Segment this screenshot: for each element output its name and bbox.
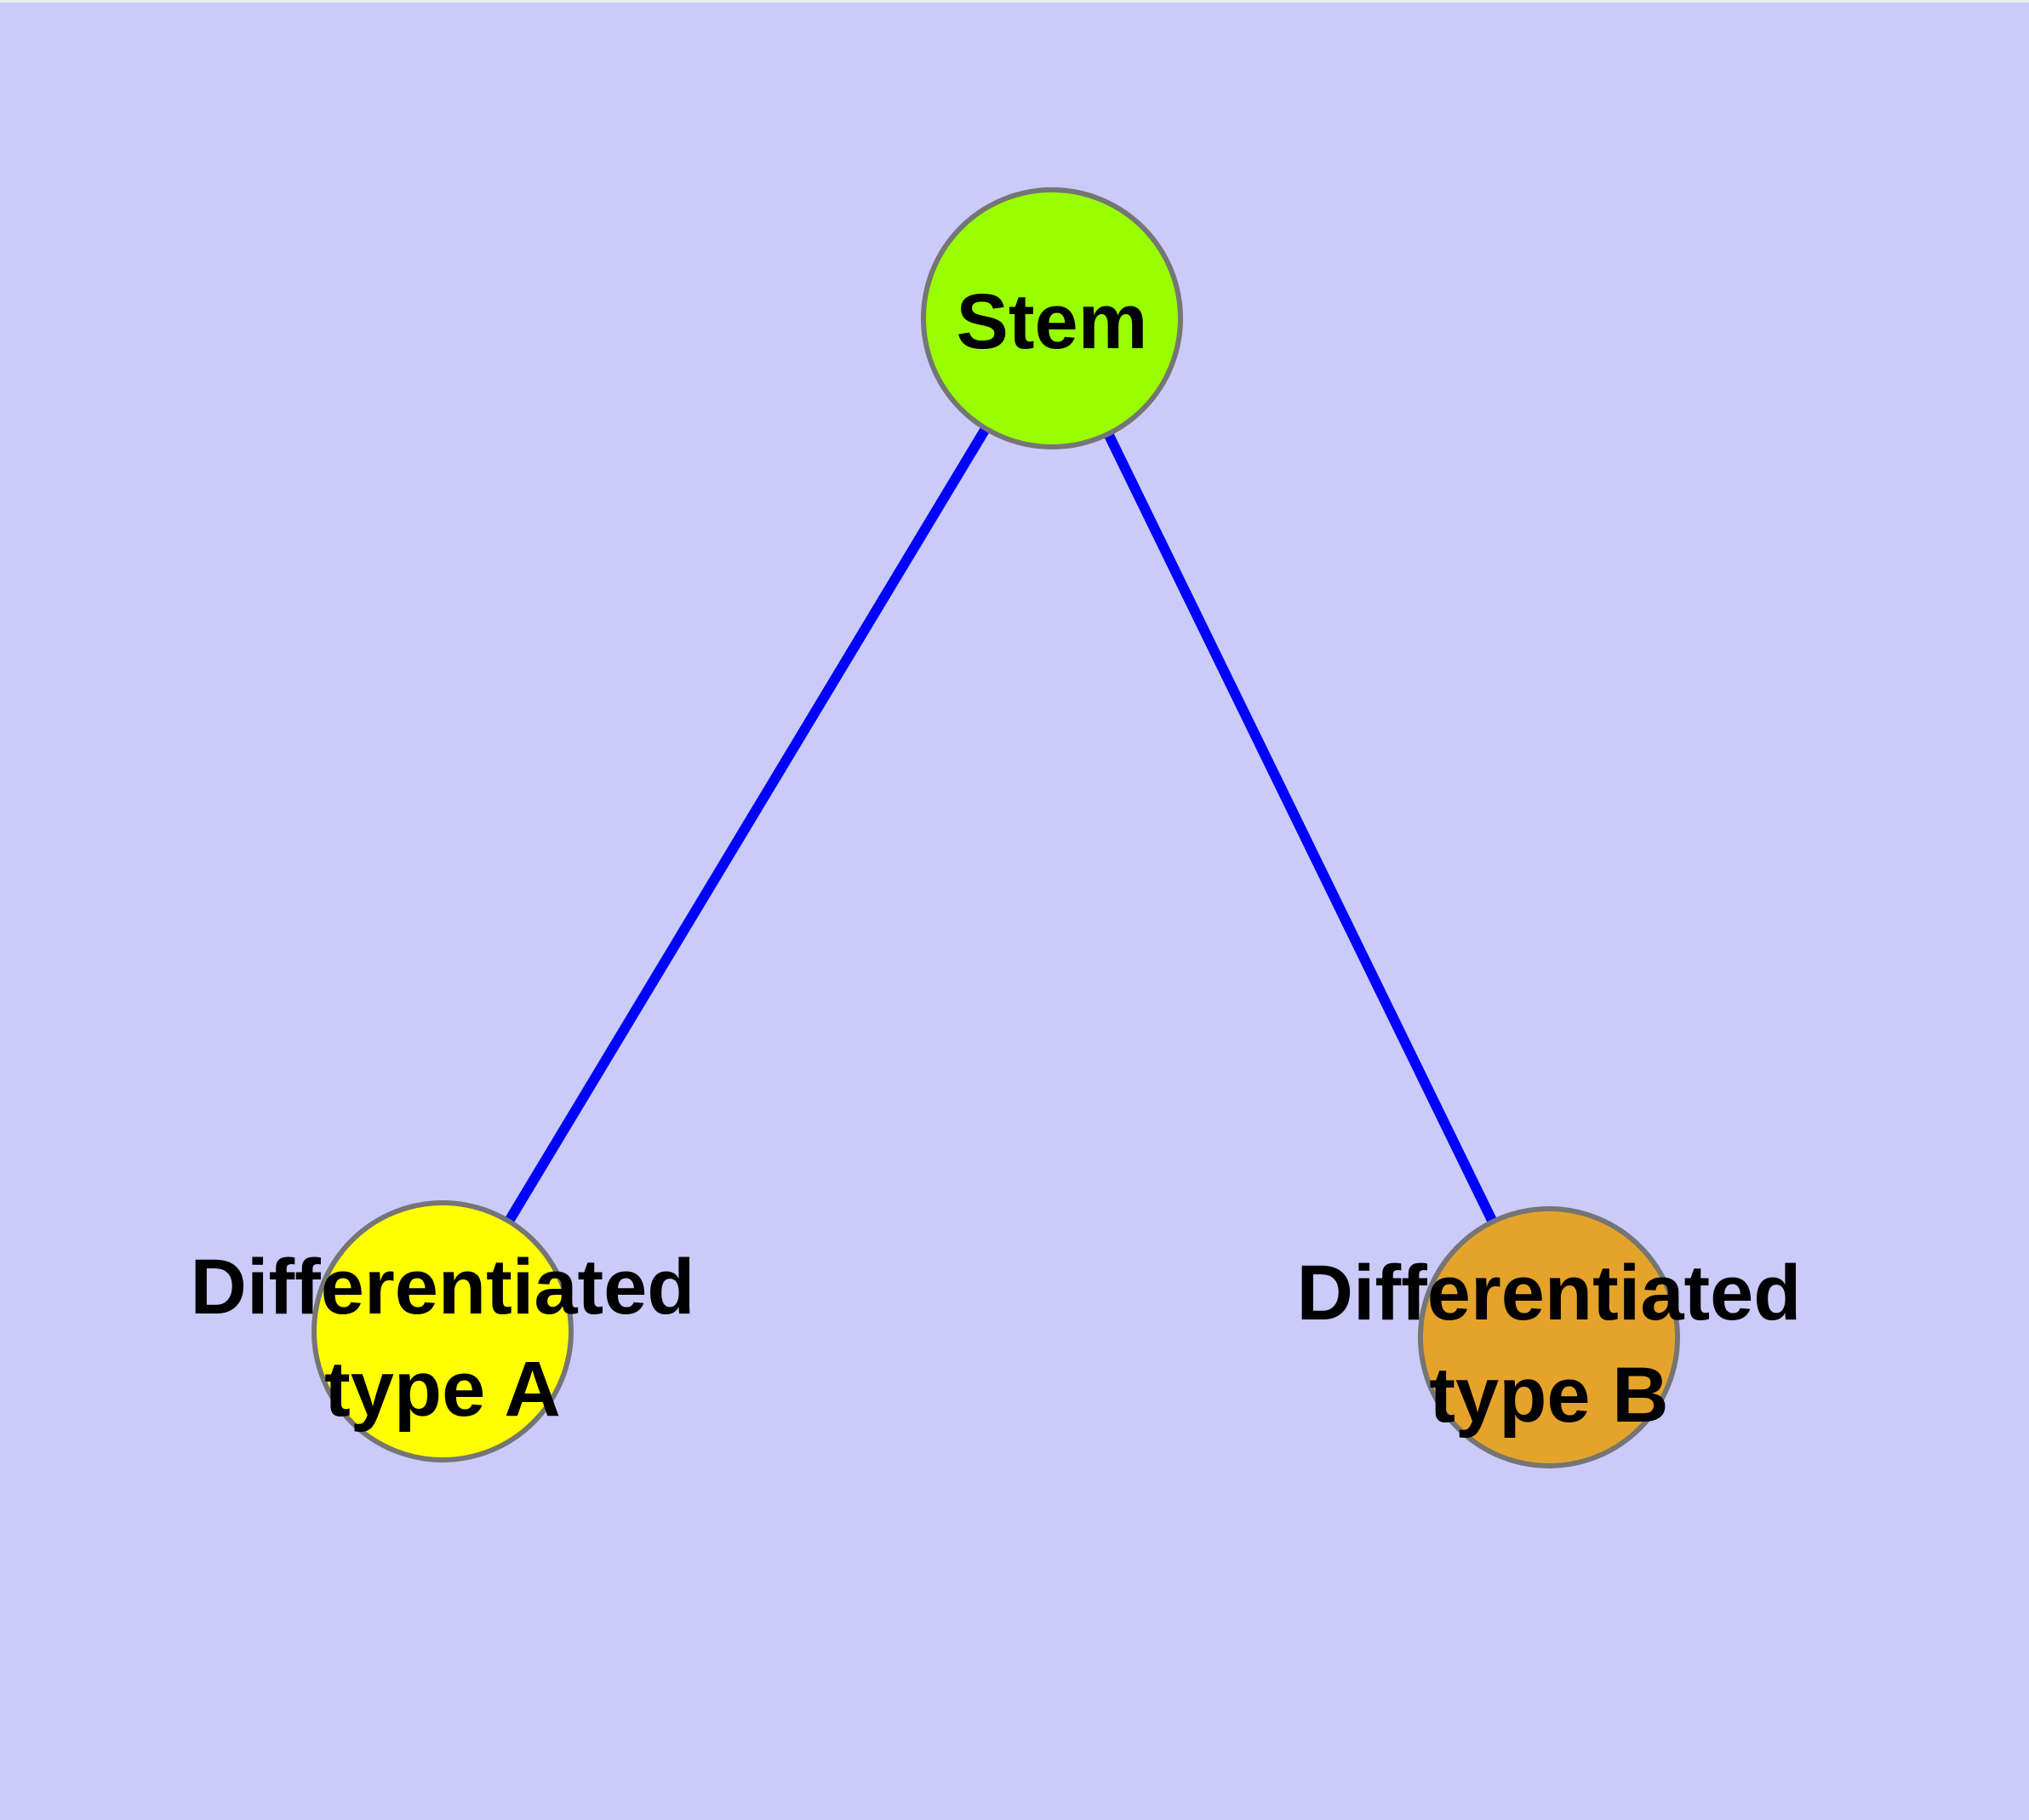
node-type-b-label-line2: type B <box>1429 1352 1668 1439</box>
node-stem-label: Stem <box>957 278 1148 365</box>
node-type-a-label-line2: type A <box>324 1346 561 1433</box>
node-type-a <box>311 1200 574 1462</box>
node-type-a-label-line1: Differentiated <box>191 1244 695 1331</box>
edge-stem-to-type-a <box>437 313 1057 1336</box>
node-type-b-label-line1: Differentiated <box>1297 1250 1802 1336</box>
edge-stem-to-type-b <box>1047 313 1554 1342</box>
node-type-b <box>1418 1206 1680 1468</box>
node-stem <box>921 187 1183 449</box>
top-edge-strip <box>0 0 2029 3</box>
